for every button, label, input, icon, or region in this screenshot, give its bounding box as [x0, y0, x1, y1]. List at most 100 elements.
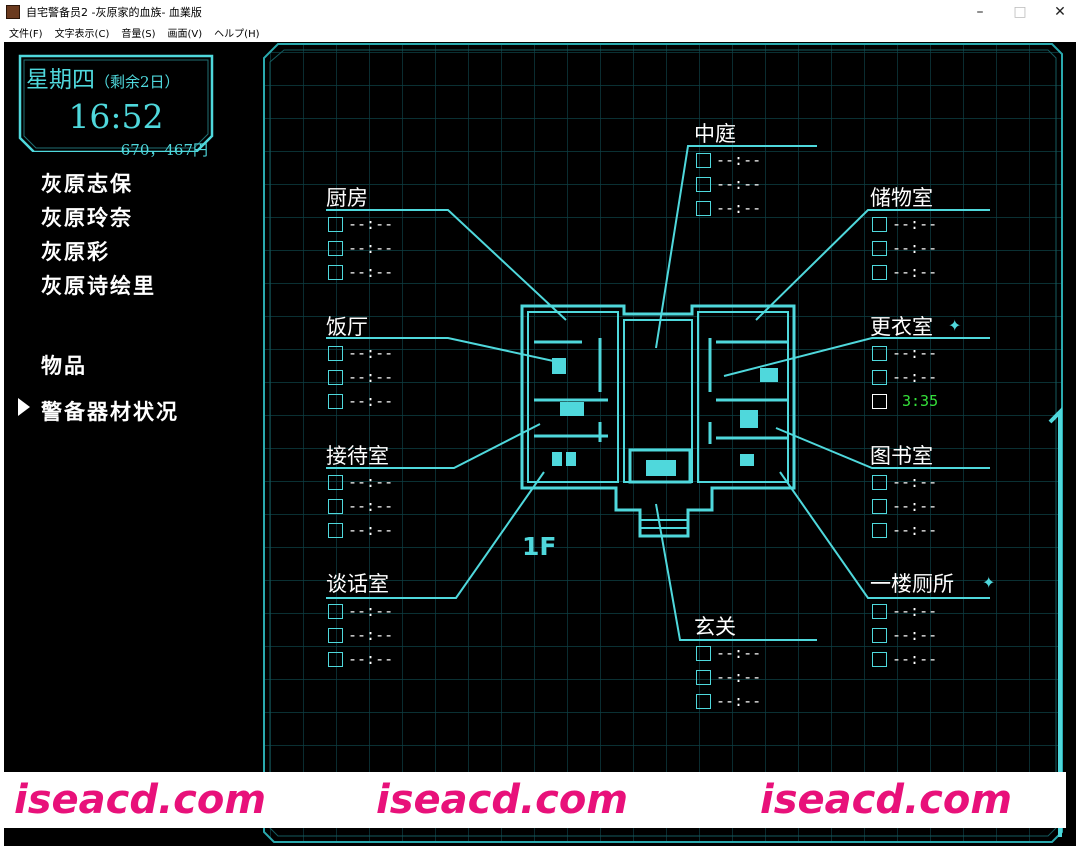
video-camera-icon: [872, 523, 887, 538]
watermark-text: iseacd.com: [376, 777, 629, 823]
side-panel: 星期四（剩余2日） 16:52 670，467円 灰原志保 灰原玲奈 灰原彩 灰…: [4, 42, 260, 846]
device-time: --:--: [716, 692, 762, 710]
maximize-button[interactable]: □: [1013, 4, 1027, 20]
room-toilet[interactable]: 一楼厕所: [870, 572, 954, 596]
device-time: --:--: [348, 392, 394, 410]
clock-panel: 星期四（剩余2日） 16:52 670，467円: [16, 52, 216, 159]
device-time: --:--: [348, 602, 394, 620]
walkie-talkie-icon: [872, 346, 887, 361]
floor-label: 1F: [522, 532, 557, 561]
device-time: --:--: [892, 344, 938, 362]
device-time: --:--: [348, 473, 394, 491]
video-camera-icon: [872, 394, 887, 409]
device-time: --:--: [348, 626, 394, 644]
window-title-bar: 自宅警备员2 -灰原家的血族- 血業版 – □ ✕: [0, 0, 1080, 24]
camera-icon: [872, 499, 887, 514]
room-library[interactable]: 图书室: [870, 444, 933, 468]
video-camera-icon: [328, 523, 343, 538]
device-time: --:--: [348, 239, 394, 257]
camera-icon: [328, 370, 343, 385]
device-time: --:--: [348, 344, 394, 362]
character-reina[interactable]: 灰原玲奈: [41, 205, 133, 230]
watermark-text: iseacd.com: [14, 777, 267, 823]
menu-text-display[interactable]: 文字表示(C): [54, 29, 110, 40]
device-time: --:--: [892, 263, 938, 281]
video-camera-icon: [328, 394, 343, 409]
walkie-talkie-icon: [872, 604, 887, 619]
sparkle-icon: ✦: [982, 573, 996, 592]
active-device-time: 3:35: [902, 392, 939, 410]
camera-icon: [328, 499, 343, 514]
room-reception[interactable]: 接待室: [326, 444, 389, 468]
device-time: --:--: [892, 239, 938, 257]
selection-cursor-icon: [18, 398, 30, 416]
camera-icon: [696, 670, 711, 685]
walkie-talkie-icon: [328, 604, 343, 619]
room-changing[interactable]: 更衣室: [870, 315, 933, 339]
room-courtyard[interactable]: 中庭: [694, 122, 736, 146]
character-shiho[interactable]: 灰原志保: [41, 171, 133, 196]
device-time: --:--: [348, 650, 394, 668]
video-camera-icon: [872, 265, 887, 280]
app-icon: [6, 5, 20, 19]
device-time: --:--: [892, 215, 938, 233]
menu-items[interactable]: 物品: [41, 353, 87, 378]
camera-icon: [872, 628, 887, 643]
device-time: --:--: [716, 175, 762, 193]
camera-icon: [872, 370, 887, 385]
menu-security-status[interactable]: 警备器材状况: [41, 399, 179, 424]
menu-screen[interactable]: 画面(V): [167, 29, 203, 40]
room-talk[interactable]: 谈话室: [326, 572, 389, 596]
walkie-talkie-icon: [872, 217, 887, 232]
device-time: --:--: [716, 668, 762, 686]
character-shieri[interactable]: 灰原诗绘里: [41, 273, 156, 298]
device-time: --:--: [892, 497, 938, 515]
menu-volume[interactable]: 音量(S): [121, 29, 156, 40]
room-entrance[interactable]: 玄关: [694, 615, 736, 639]
walkie-talkie-icon: [872, 475, 887, 490]
watermark-banner: iseacd.com iseacd.com iseacd.com: [4, 772, 1066, 828]
close-button[interactable]: ✕: [1054, 4, 1066, 20]
walkie-talkie-icon: [696, 153, 711, 168]
device-time: --:--: [348, 497, 394, 515]
minimize-button[interactable]: –: [976, 4, 984, 20]
floor-map-panel: 中庭 厨房 储物室 饭厅 更衣室 ✦ 接待室 图书室 谈话室 一楼厕所 ✦ 玄关…: [260, 42, 1076, 846]
device-time: --:--: [892, 473, 938, 491]
walkie-talkie-icon: [328, 475, 343, 490]
menu-file[interactable]: 文件(F): [9, 29, 43, 40]
sparkle-icon: ✦: [948, 316, 962, 335]
camera-icon: [872, 241, 887, 256]
video-camera-icon: [696, 201, 711, 216]
camera-icon: [328, 241, 343, 256]
menu-help[interactable]: ヘルプ(H): [214, 29, 260, 40]
game-screen: 星期四（剩余2日） 16:52 670，467円 灰原志保 灰原玲奈 灰原彩 灰…: [4, 42, 1076, 846]
camera-icon: [328, 628, 343, 643]
device-time: --:--: [348, 215, 394, 233]
device-time: --:--: [716, 644, 762, 662]
room-storage[interactable]: 储物室: [870, 186, 933, 210]
days-remaining: （剩余2日）: [95, 73, 180, 91]
device-time: --:--: [348, 263, 394, 281]
walkie-talkie-icon: [328, 346, 343, 361]
device-time: --:--: [892, 368, 938, 386]
character-aya[interactable]: 灰原彩: [41, 239, 110, 264]
device-time: --:--: [892, 521, 938, 539]
room-dining[interactable]: 饭厅: [326, 315, 368, 339]
device-time: --:--: [892, 650, 938, 668]
money: 670，467円: [120, 141, 208, 159]
device-time: --:--: [348, 521, 394, 539]
device-time: --:--: [892, 602, 938, 620]
video-camera-icon: [328, 265, 343, 280]
watermark-text: iseacd.com: [760, 777, 1013, 823]
device-time: --:--: [892, 626, 938, 644]
room-kitchen[interactable]: 厨房: [326, 186, 368, 210]
video-camera-icon: [696, 694, 711, 709]
device-time: --:--: [716, 199, 762, 217]
device-time: --:--: [716, 151, 762, 169]
weekday: 星期四: [26, 67, 95, 93]
walkie-talkie-icon: [696, 646, 711, 661]
walkie-talkie-icon: [328, 217, 343, 232]
window-title: 自宅警备员2 -灰原家的血族- 血業版: [26, 6, 202, 19]
video-camera-icon: [872, 652, 887, 667]
device-time: --:--: [348, 368, 394, 386]
